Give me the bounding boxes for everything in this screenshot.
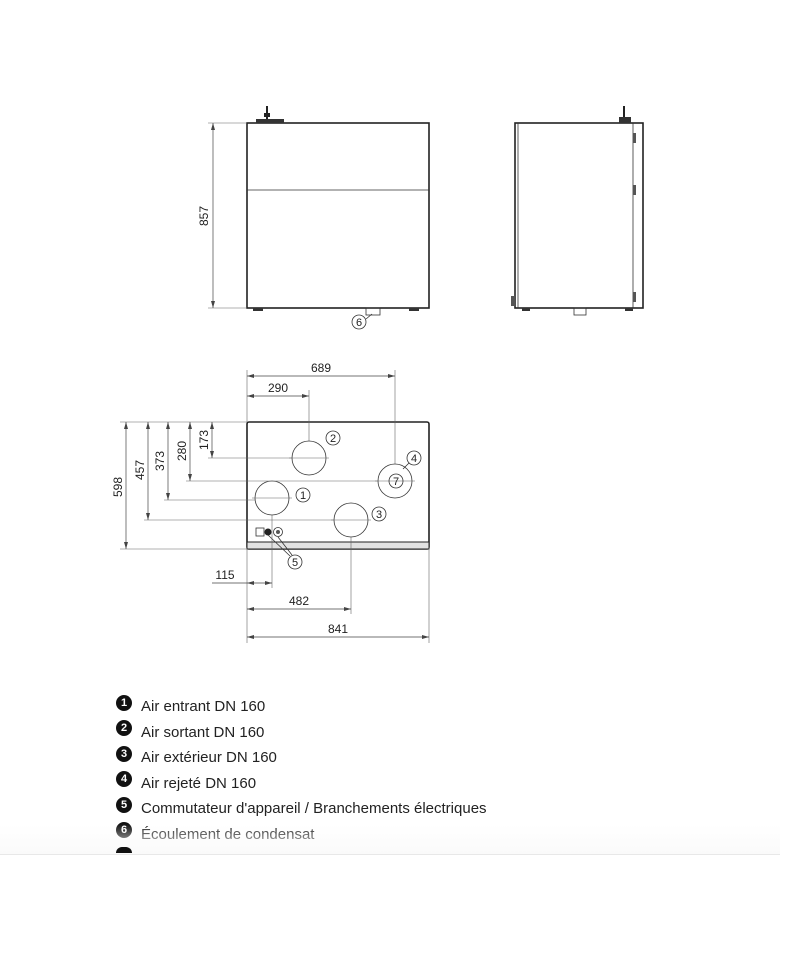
dim-height: 857 <box>197 206 211 226</box>
dim-depth-598: 598 <box>111 477 125 497</box>
dim-width-841: 841 <box>328 622 348 636</box>
dim-offset-290: 290 <box>268 381 288 395</box>
top-view: 2 1 3 4 7 5 689 290 598 <box>111 361 430 643</box>
legend-number-badge: 3 <box>116 745 132 762</box>
legend-badge-partial <box>116 847 132 853</box>
callout-4: 4 <box>411 453 417 465</box>
callout-6-circle <box>351 314 367 330</box>
foot <box>253 308 263 311</box>
callout-1: 1 <box>300 490 306 502</box>
legend-item: 4 Air rejeté DN 160 <box>116 771 716 797</box>
legend-number-badge: 1 <box>116 694 132 711</box>
side-view <box>511 106 644 316</box>
side-drain <box>573 307 587 316</box>
legend-item: 1 Air entrant DN 160 <box>116 694 716 720</box>
dim-offset-482: 482 <box>289 594 309 608</box>
dim-width-689: 689 <box>311 361 331 375</box>
legend-number-badge: 2 <box>116 720 132 737</box>
switch-box <box>255 527 265 537</box>
dim-depth-173: 173 <box>197 430 211 450</box>
bottom-fade <box>0 824 780 855</box>
legend-number-badge: 5 <box>116 796 132 813</box>
legend-item: 3 Air extérieur DN 160 <box>116 745 716 771</box>
callout-5: 5 <box>292 557 298 569</box>
callout-2: 2 <box>330 433 336 445</box>
dim-depth-280: 280 <box>175 441 189 461</box>
dim-offset-115: 115 <box>215 568 234 582</box>
foot <box>409 308 419 311</box>
legend-item: 2 Air sortant DN 160 <box>116 720 716 746</box>
callout-3: 3 <box>376 509 382 521</box>
legend-number-badge: 4 <box>116 771 132 788</box>
connector-ring <box>273 527 283 537</box>
legend-label: Air rejeté DN 160 <box>141 774 257 792</box>
legend-label: Air sortant DN 160 <box>141 723 265 741</box>
legend-label: Commutateur d'appareil / Branchements él… <box>141 800 487 818</box>
dim-depth-457: 457 <box>133 460 147 480</box>
condensate-drain <box>365 307 381 316</box>
dim-depth-373: 373 <box>153 451 167 471</box>
callout-7: 7 <box>393 476 399 488</box>
legend-label: Air entrant DN 160 <box>141 698 266 716</box>
connector-dot <box>264 528 272 536</box>
legend-label: Air extérieur DN 160 <box>141 749 277 767</box>
front-view: 857 6 <box>197 106 430 330</box>
top-fitting <box>256 119 284 123</box>
legend-item: 5 Commutateur d'appareil / Branchements é… <box>116 796 716 822</box>
callout-6: 6 <box>356 317 362 329</box>
